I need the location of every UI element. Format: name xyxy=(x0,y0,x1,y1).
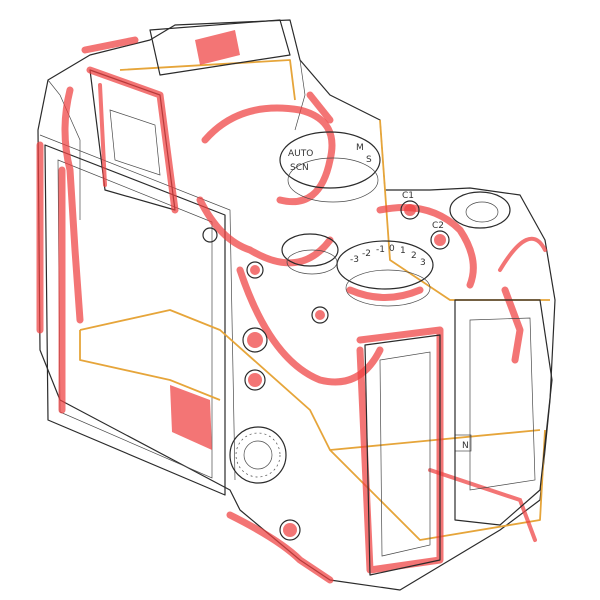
exposure-dial-zero: 0 xyxy=(389,244,395,254)
hot-shoe xyxy=(81,19,291,76)
top-right-controls: C1 C2 xyxy=(400,191,511,250)
viewfinder xyxy=(86,66,179,214)
c1-button-label: C1 xyxy=(402,191,414,201)
exposure-dial-minus2: -2 xyxy=(362,249,371,259)
control-wheel xyxy=(229,426,287,484)
weather-seals xyxy=(36,86,547,584)
camera-grip xyxy=(454,299,553,526)
front-dial xyxy=(281,233,339,275)
rear-buttons xyxy=(202,227,329,541)
exposure-dial-plus2: 2 xyxy=(411,251,417,261)
camera-body xyxy=(37,19,556,591)
mode-dial-scn-label: SCN xyxy=(290,163,309,173)
exposure-dial-plus3: 3 xyxy=(420,258,426,268)
exposure-dial-minus3: -3 xyxy=(350,255,359,265)
mode-dial-s-label: S xyxy=(366,155,372,165)
exposure-dial-plus1: 1 xyxy=(400,246,406,256)
nfc-mark: N xyxy=(462,441,469,451)
exposure-dial-minus1: -1 xyxy=(376,245,385,255)
mode-dial: AUTO SCN M S xyxy=(279,131,381,203)
rear-screen xyxy=(44,144,226,496)
mode-dial-auto-label: AUTO xyxy=(288,149,313,159)
mode-dial-m-label: M xyxy=(356,143,364,153)
c2-button-label: C2 xyxy=(432,221,444,231)
exposure-dial: -3 -2 -1 0 1 2 3 xyxy=(336,240,434,307)
